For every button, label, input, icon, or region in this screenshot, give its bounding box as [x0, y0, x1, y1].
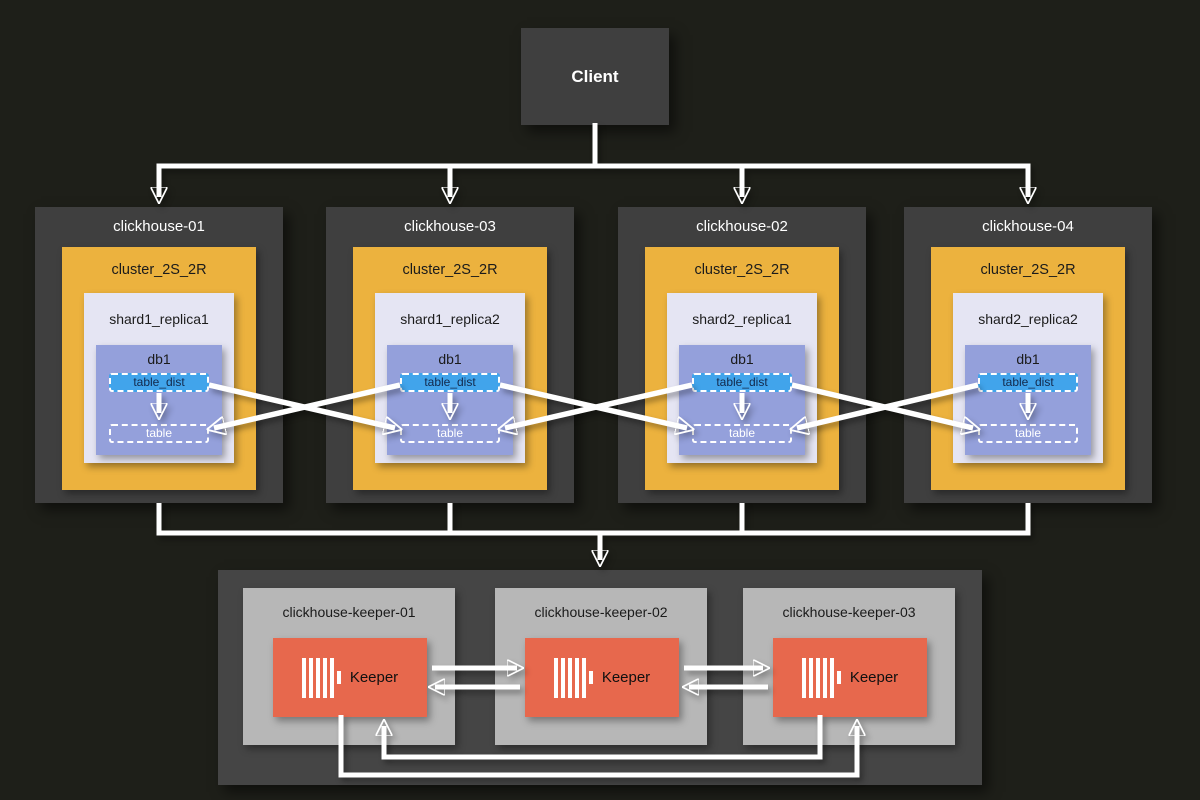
nodes-to-keeper-arrows [156, 503, 1031, 560]
server-node-title: clickhouse-03 [404, 218, 496, 235]
keeper-node-02: clickhouse-keeper-02 Keeper [495, 588, 707, 745]
table-chip: table [978, 424, 1078, 443]
table-chip: table [400, 424, 500, 443]
clickhouse-logo-icon [301, 657, 341, 698]
replica-box: shard2_replica1 db1 table_dist table [667, 293, 817, 463]
cluster-title: cluster_2S_2R [111, 262, 207, 278]
table-dist-to-local-table-arrows [159, 393, 1028, 413]
server-node-clickhouse-03: clickhouse-03 cluster_2S_2R shard1_repli… [326, 207, 574, 503]
table-dist-chip: table_dist [978, 373, 1078, 392]
keeper-node-title: clickhouse-keeper-01 [282, 604, 416, 620]
client-to-nodes-arrows [157, 123, 1031, 197]
database-box: db1 table_dist table [387, 345, 513, 455]
keeper-node-title: clickhouse-keeper-02 [534, 604, 668, 620]
cluster-title: cluster_2S_2R [402, 262, 498, 278]
replica-title: shard2_replica1 [692, 311, 792, 327]
keeper-node-title: clickhouse-keeper-03 [782, 604, 916, 620]
keeper-service-box: Keeper [273, 638, 427, 717]
keeper-cluster-box: clickhouse-keeper-01 Keeper clickhouse-k… [218, 570, 982, 785]
keeper-node-01: clickhouse-keeper-01 Keeper [243, 588, 455, 745]
cluster-title: cluster_2S_2R [694, 262, 790, 278]
cluster-box: cluster_2S_2R shard1_replica1 db1 table_… [62, 247, 256, 490]
keeper-label: Keeper [349, 669, 399, 686]
server-node-title: clickhouse-01 [113, 218, 205, 235]
keeper-service-box: Keeper [773, 638, 927, 717]
table-chip: table [109, 424, 209, 443]
clickhouse-logo-icon [553, 657, 593, 698]
server-node-clickhouse-02: clickhouse-02 cluster_2S_2R shard2_repli… [618, 207, 866, 503]
clickhouse-logo-icon [801, 657, 841, 698]
replica-title: shard1_replica1 [109, 311, 209, 327]
table-chip: table [692, 424, 792, 443]
server-node-title: clickhouse-02 [696, 218, 788, 235]
replica-box: shard1_replica1 db1 table_dist table [84, 293, 234, 463]
keeper-node-03: clickhouse-keeper-03 Keeper [743, 588, 955, 745]
table-dist-chip: table_dist [692, 373, 792, 392]
replica-box: shard2_replica2 db1 table_dist table [953, 293, 1103, 463]
cluster-title: cluster_2S_2R [980, 262, 1076, 278]
replica-title: shard1_replica2 [400, 311, 500, 327]
cluster-box: cluster_2S_2R shard2_replica2 db1 table_… [931, 247, 1125, 490]
server-node-clickhouse-04: clickhouse-04 cluster_2S_2R shard2_repli… [904, 207, 1152, 503]
table-dist-chip: table_dist [109, 373, 209, 392]
cluster-box: cluster_2S_2R shard2_replica1 db1 table_… [645, 247, 839, 490]
database-title: db1 [1016, 351, 1040, 367]
replica-title: shard2_replica2 [978, 311, 1078, 327]
database-box: db1 table_dist table [679, 345, 805, 455]
replica-box: shard1_replica2 db1 table_dist table [375, 293, 525, 463]
server-node-clickhouse-01: clickhouse-01 cluster_2S_2R shard1_repli… [35, 207, 283, 503]
database-title: db1 [438, 351, 462, 367]
keeper-label: Keeper [849, 669, 899, 686]
database-title: db1 [730, 351, 754, 367]
server-node-title: clickhouse-04 [982, 218, 1074, 235]
client-box: Client [521, 28, 669, 125]
keeper-label: Keeper [601, 669, 651, 686]
database-box: db1 table_dist table [965, 345, 1091, 455]
database-title: db1 [147, 351, 171, 367]
client-label: Client [571, 66, 619, 86]
table-dist-chip: table_dist [400, 373, 500, 392]
keeper-service-box: Keeper [525, 638, 679, 717]
cluster-box: cluster_2S_2R shard1_replica2 db1 table_… [353, 247, 547, 490]
database-box: db1 table_dist table [96, 345, 222, 455]
